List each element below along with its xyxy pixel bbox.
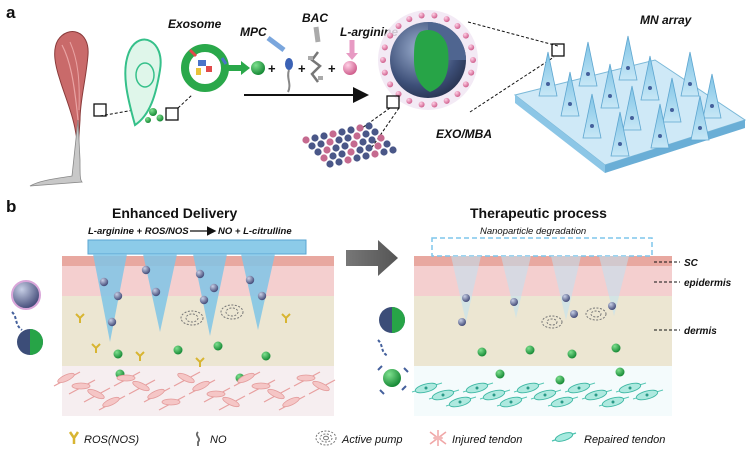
side-nanoparticle-left xyxy=(11,280,43,355)
legend-repaired-label: Repaired tendon xyxy=(584,434,665,446)
injured-tendon-fibers xyxy=(53,371,336,411)
process-arrow-icon xyxy=(346,240,398,276)
therapeutic-title: Therapeutic process xyxy=(470,205,607,221)
exosome-icon xyxy=(181,44,229,92)
legend-ros: ROS(NOS) xyxy=(68,431,139,446)
injured-tendon-icon xyxy=(429,430,447,446)
mpc-molecule-icon xyxy=(285,58,293,93)
zoom-box-tendon xyxy=(93,103,107,117)
exo-mba-label: EXO/MBA xyxy=(436,127,492,141)
legend-injured-label: Injured tendon xyxy=(452,434,522,446)
zoom-box-cell xyxy=(165,107,179,121)
plus-3: + xyxy=(328,61,336,76)
active-pump-icon xyxy=(315,430,337,446)
muscle-tendon-illustration xyxy=(29,31,146,187)
mpc-arrow xyxy=(266,36,286,52)
legend: ROS(NOS) NO Active pump Injured tendon xyxy=(68,430,665,446)
degraded-patch-outline xyxy=(431,237,653,257)
mn-patch-backing xyxy=(87,239,307,255)
ros-icon xyxy=(68,431,80,444)
legend-repaired: Repaired tendon xyxy=(551,432,665,446)
panel-a-label: a xyxy=(6,3,16,22)
plus-1: + xyxy=(268,61,276,76)
repaired-tendon-icon xyxy=(551,432,577,442)
layer-epidermis-label: epidermis xyxy=(684,278,732,289)
legend-injured: Injured tendon xyxy=(429,430,522,446)
bac-label: BAC xyxy=(302,11,328,25)
side-nanoparticle-right xyxy=(377,307,409,395)
legend-pump: Active pump xyxy=(315,430,403,446)
legend-ros-label: ROS(NOS) xyxy=(84,434,139,446)
bac-arrow xyxy=(313,26,321,43)
dissolving-microneedles xyxy=(451,256,629,329)
layer-sc-label: SC xyxy=(684,258,699,269)
enhanced-delivery-title: Enhanced Delivery xyxy=(112,205,237,221)
released-nanoparticles xyxy=(458,294,625,385)
plus-2: + xyxy=(298,61,306,76)
legend-no: NO xyxy=(195,431,227,446)
reaction-left: L-arginine + ROS/NOS xyxy=(88,226,189,237)
exo-mba-surface-particles xyxy=(380,12,476,108)
nanoparticle-degradation-text: Nanoparticle degradation xyxy=(480,226,586,237)
panel-b-label: b xyxy=(6,197,16,216)
reaction-right: NO + L-citrulline xyxy=(218,226,292,237)
bac-molecule-icon xyxy=(308,51,323,83)
exosome-label: Exosome xyxy=(168,17,222,31)
zoom-box-shell xyxy=(386,95,400,109)
legend-no-label: NO xyxy=(210,434,227,446)
exosome-sphere-icon xyxy=(251,61,265,75)
no-icon xyxy=(195,431,201,446)
layer-dermis-label: dermis xyxy=(684,326,717,337)
polymer-lattice-illustration xyxy=(302,122,397,168)
mpc-label: MPC xyxy=(240,25,267,39)
larginine-label: L-arginine xyxy=(340,25,398,39)
repaired-tendon-fibers xyxy=(411,382,664,408)
exo-mba-sphere-icon xyxy=(378,10,478,110)
legend-pump-label: Active pump xyxy=(341,434,403,446)
mn-array-label: MN array xyxy=(640,13,693,27)
microneedle-array-illustration xyxy=(513,35,747,173)
stem-cell-illustration xyxy=(124,38,193,127)
zoom-box-needle xyxy=(551,43,565,57)
larginine-dot-icon xyxy=(343,61,357,75)
